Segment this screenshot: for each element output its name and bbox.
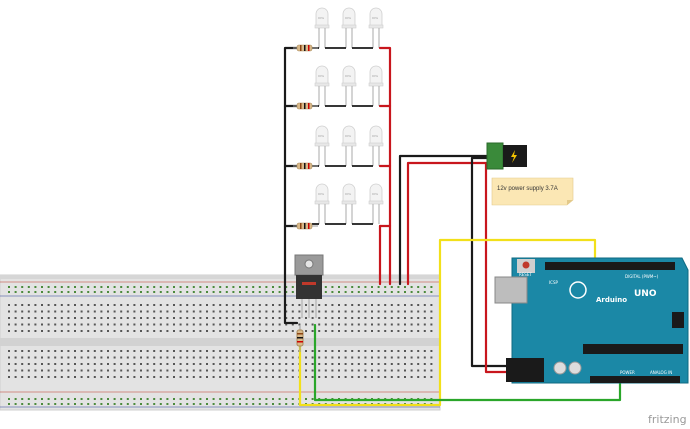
mosfet-transistor [294,254,324,318]
led-label: RPG [372,74,379,78]
arduino-uno-board: RESET ICSP DIGITAL (PWM~) Arduino UNO PO… [494,257,689,384]
led-label: RPG [345,74,352,78]
power-supply-note-text: 12v power supply 3.7A [497,186,558,192]
wire-black-supply [398,154,490,286]
breadboard [0,274,441,411]
led-current-resistor [293,44,318,52]
led-label: RPG [345,134,352,138]
led: RPG [341,125,357,166]
gate-resistor [296,325,304,352]
resistors [293,44,318,230]
wire-green-ground [313,323,622,402]
led: RPG [368,65,384,106]
led-label: RPG [372,134,379,138]
wire-red-supply [406,161,490,286]
led-label: RPG [372,192,379,196]
power-header-label: POWER [620,370,635,375]
arduino-logo-text: Arduino [596,296,627,304]
digital-label: DIGITAL (PWM~) [625,274,659,279]
led: RPG [341,183,357,224]
fritzing-brand: fritzing [648,413,687,426]
wires [283,46,622,407]
led: RPG [368,183,384,224]
led: RPG [314,125,330,166]
reset-label: RESET [519,272,532,277]
led-current-resistor [293,162,318,170]
led: RPG [314,7,330,48]
wire-black-jack [470,156,514,368]
led: RPG [314,65,330,106]
led-current-resistor [293,222,318,230]
led-label: RPG [318,16,325,20]
led-label: RPG [318,192,325,196]
led: RPG [368,7,384,48]
power-supply-note: 12v power supply 3.7A [491,177,574,206]
icsp-label: ICSP [549,280,559,285]
wire-red-led-positive [378,46,392,286]
dc-power-jack [486,142,527,170]
led-array: RPG RPG RPG RPG RPG RPG RPG RPG RPG RPG RPG RPG [312,7,384,225]
led-label: RPG [345,16,352,20]
wire-yellow-signal [298,238,597,407]
led-label: RPG [318,134,325,138]
led: RPG [314,183,330,224]
led-current-resistor [293,102,318,110]
wire-black-led-ground [283,46,299,325]
led-label: RPG [345,192,352,196]
analog-label: ANALOG IN [650,370,672,375]
led: RPG [368,125,384,166]
led: RPG [341,65,357,106]
led: RPG [341,7,357,48]
led-label: RPG [372,16,379,20]
uno-text: UNO [634,289,657,299]
led-label: RPG [318,74,325,78]
